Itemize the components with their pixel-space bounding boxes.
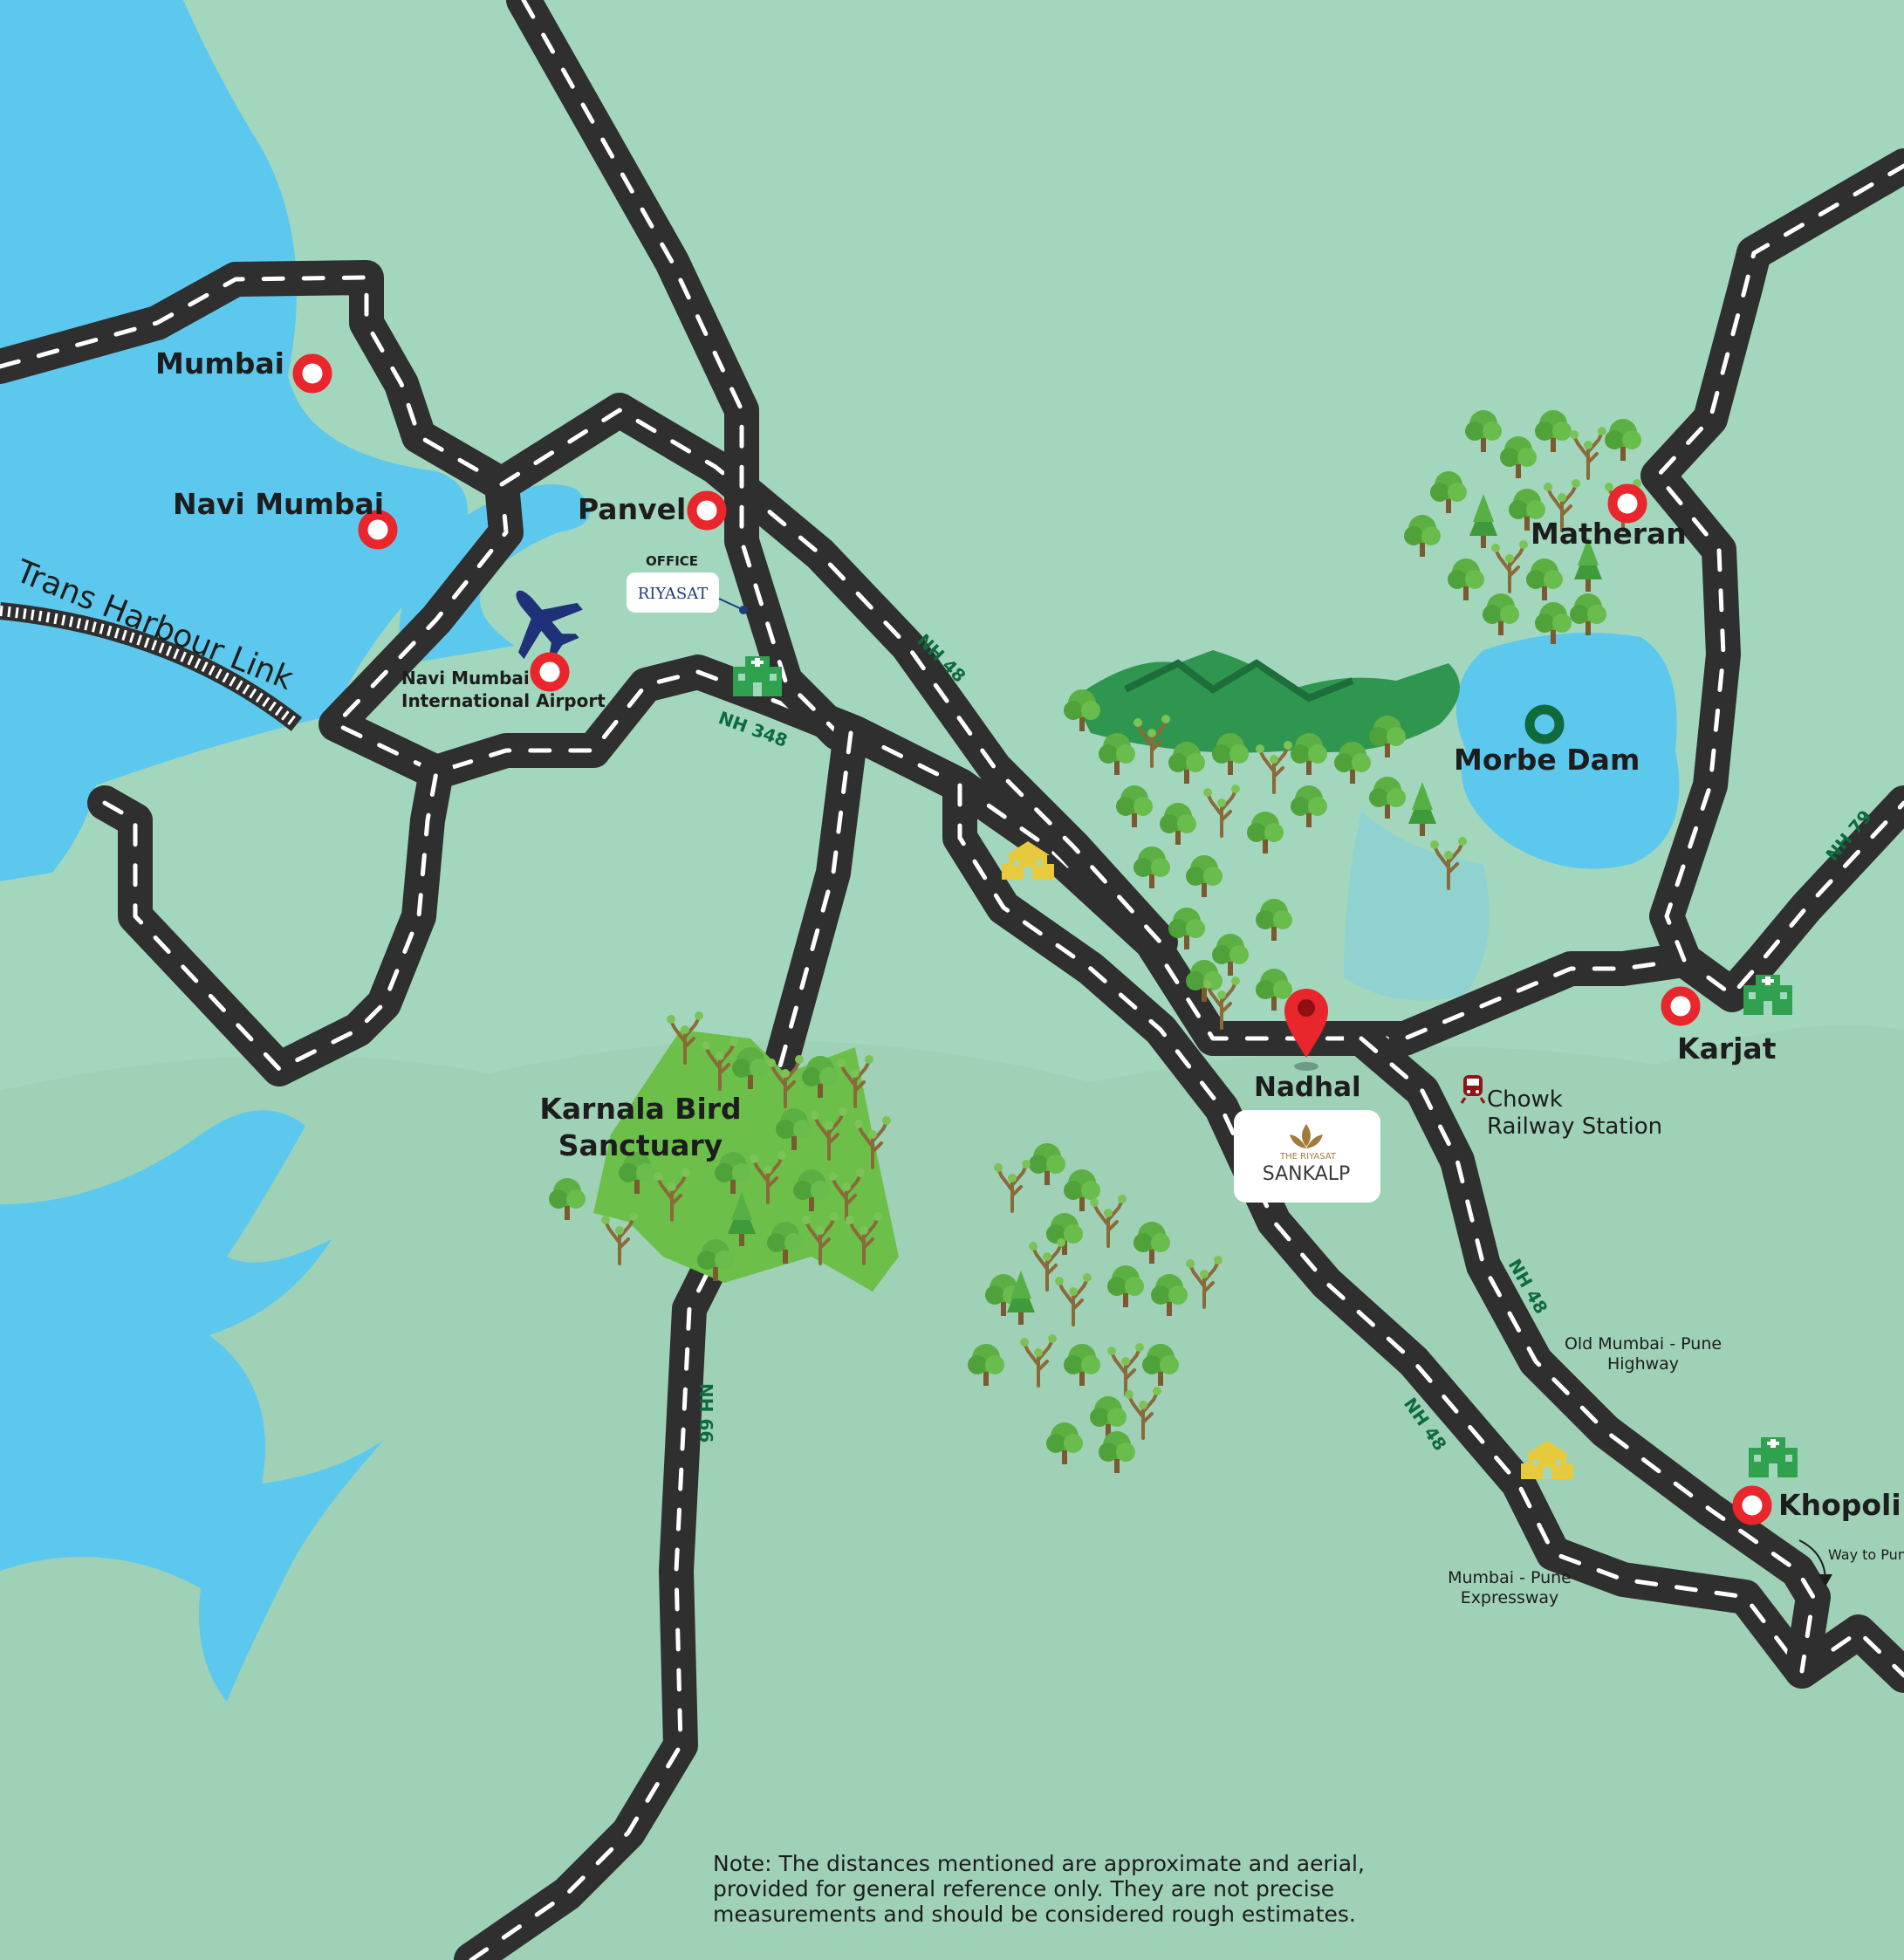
old-highway-label-line1: Old Mumbai - Pune	[1565, 1334, 1722, 1353]
nh66-label: NH 66	[695, 1383, 716, 1443]
matheran-label: Matheran	[1531, 517, 1687, 551]
office-caption: OFFICE	[646, 553, 698, 569]
karnala-forest	[549, 1010, 899, 1292]
note-line-1: Note: The distances mentioned are approx…	[713, 1851, 1365, 1876]
airplane-icon	[516, 590, 583, 661]
morbe-dam-water	[1455, 633, 1680, 869]
nadhal-label: Nadhal	[1254, 1072, 1361, 1103]
matheran-marker	[1607, 483, 1647, 524]
trans-harbour-link-bridge	[0, 602, 303, 731]
expressway-label-line1: Mumbai - Pune	[1448, 1568, 1572, 1587]
panvel-label: Panvel	[578, 492, 686, 526]
airport-label-line1: Navi Mumbai	[401, 668, 530, 689]
hill-forest	[1064, 650, 1469, 1030]
sankalp-brand-small: THE RIYASAT	[1279, 1152, 1337, 1162]
karjat-label: Karjat	[1677, 1031, 1777, 1066]
karnala-label-line2: Sanctuary	[558, 1128, 723, 1162]
mumbai-harbour-water	[0, 0, 468, 881]
chowk-label-line1: Chowk	[1487, 1086, 1563, 1113]
office-badge: OFFICE RIYASAT	[627, 553, 748, 614]
note-line-2: provided for general reference only. The…	[713, 1876, 1334, 1902]
sankalp-name: SANKALP	[1263, 1163, 1351, 1185]
expressway-label-line2: Expressway	[1461, 1588, 1559, 1607]
way-to-pune-label: Way to Pune	[1828, 1546, 1904, 1563]
airport-label-line2: International Airport	[401, 690, 606, 711]
location-pin-icon	[1284, 989, 1328, 1071]
navi-mumbai-label: Navi Mumbai	[173, 487, 384, 521]
train-icon	[1460, 1075, 1486, 1104]
sankalp-logo-icon	[1290, 1124, 1323, 1148]
airport-marker	[530, 652, 570, 692]
karnala-label-line1: Karnala Bird	[539, 1092, 741, 1126]
sankalp-project-card: THE RIYASAT SANKALP	[1234, 1110, 1380, 1203]
mumbai-label: Mumbai	[155, 346, 284, 380]
khopoli-marker	[1732, 1485, 1772, 1525]
arrow-head-icon	[1818, 1574, 1832, 1587]
khopoli-label: Khopoli	[1778, 1488, 1901, 1522]
old-highway-label-line2: Highway	[1607, 1354, 1679, 1374]
mumbai-marker	[292, 353, 332, 394]
disclaimer-note: Note: The distances mentioned are approx…	[713, 1851, 1365, 1927]
southern-creek-water	[0, 1110, 384, 1702]
office-logo-text: RIYASAT	[638, 585, 709, 603]
panvel-marker	[687, 490, 727, 531]
office-pin-icon	[739, 606, 748, 614]
navi-mumbai-marker	[358, 510, 398, 550]
hills-shading	[0, 1025, 1904, 1960]
morbe-dam-marker	[1524, 704, 1565, 744]
morbe-dam-label: Morbe Dam	[1454, 743, 1640, 777]
karjat-marker	[1661, 986, 1701, 1026]
chowk-label-line2: Railway Station	[1487, 1114, 1662, 1140]
note-line-3: measurements and should be considered ro…	[713, 1902, 1356, 1927]
